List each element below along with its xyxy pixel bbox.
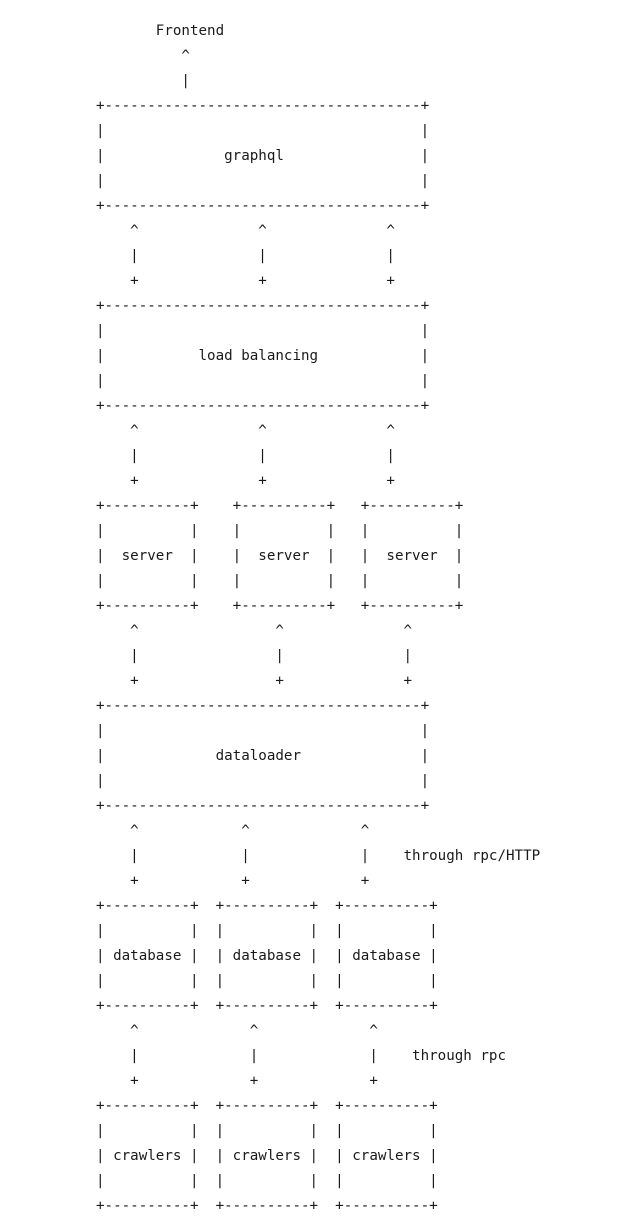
- diagram-line: | |: [96, 723, 430, 739]
- diagram-line: | | |: [96, 448, 395, 464]
- diagram-line: | | | | | |: [96, 1173, 438, 1189]
- diagram-line: |: [96, 73, 190, 89]
- diagram-line: | dataloader |: [96, 748, 430, 764]
- diagram-line: +-------------------------------------+: [96, 98, 430, 114]
- diagram-line: +----------+ +----------+ +----------+: [96, 898, 438, 914]
- diagram-line: ^: [96, 48, 190, 64]
- diagram-line: ^ ^ ^: [96, 623, 413, 639]
- diagram-line: | |: [96, 773, 430, 789]
- diagram-line: +----------+ +----------+ +----------+: [96, 998, 438, 1014]
- diagram-line: + + +: [96, 1073, 378, 1089]
- diagram-line: + + +: [96, 473, 395, 489]
- diagram-line: +----------+ +----------+ +----------+: [96, 1098, 438, 1114]
- diagram-line: | | | | | |: [96, 973, 438, 989]
- diagram-line: ^ ^ ^: [96, 823, 370, 839]
- diagram-line: | server | | server | | server |: [96, 548, 464, 564]
- diagram-line: | |: [96, 323, 430, 339]
- diagram-line: | |: [96, 373, 430, 389]
- diagram-line: +----------+ +----------+ +----------+: [96, 498, 464, 514]
- diagram-line: + + +: [96, 673, 413, 689]
- diagram-line: +-------------------------------------+: [96, 698, 430, 714]
- diagram-line: | | | | | |: [96, 923, 438, 939]
- diagram-line: +----------+ +----------+ +----------+: [96, 598, 464, 614]
- architecture-ascii-diagram: Frontend ^ | +---------------------------…: [96, 19, 540, 1219]
- diagram-line: | |: [96, 123, 430, 139]
- diagram-line: + + +: [96, 873, 370, 889]
- diagram-line: | graphql |: [96, 148, 430, 164]
- diagram-line: +-------------------------------------+: [96, 198, 430, 214]
- diagram-line: | database | | database | | database |: [96, 948, 438, 964]
- diagram-line: Frontend: [96, 23, 225, 39]
- diagram-line: ^ ^ ^: [96, 423, 395, 439]
- diagram-line: + + +: [96, 273, 395, 289]
- diagram-line: | crawlers | | crawlers | | crawlers |: [96, 1148, 438, 1164]
- diagram-line: | |: [96, 173, 430, 189]
- diagram-line: | | | through rpc: [96, 1048, 506, 1064]
- diagram-line: | | |: [96, 648, 413, 664]
- diagram-line: +----------+ +----------+ +----------+: [96, 1198, 438, 1214]
- diagram-line: | load balancing |: [96, 348, 430, 364]
- diagram-line: +-------------------------------------+: [96, 298, 430, 314]
- diagram-line: | | | | | |: [96, 1123, 438, 1139]
- diagram-line: | | | | | |: [96, 523, 464, 539]
- diagram-line: | | |: [96, 248, 395, 264]
- diagram-line: +-------------------------------------+: [96, 398, 430, 414]
- diagram-line: ^ ^ ^: [96, 1023, 378, 1039]
- diagram-line: | | | | | |: [96, 573, 464, 589]
- diagram-line: | | | through rpc/HTTP: [96, 848, 541, 864]
- diagram-line: +-------------------------------------+: [96, 798, 430, 814]
- diagram-line: ^ ^ ^: [96, 223, 395, 239]
